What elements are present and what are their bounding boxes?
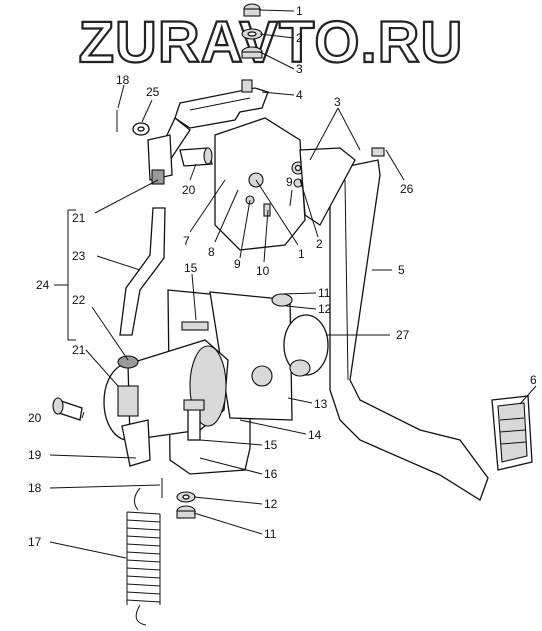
return-spring	[126, 487, 161, 626]
callout-17: 17	[28, 535, 42, 549]
callout-18-lower: 18	[28, 481, 42, 495]
watermark-text: ZURAVTO.RU	[79, 10, 464, 75]
callout-27: 27	[396, 328, 410, 342]
callout-3-right: 3	[334, 95, 341, 109]
callout-6: 6	[530, 373, 537, 387]
callout-3-top: 3	[296, 62, 303, 76]
clevis-upper	[116, 110, 213, 185]
pedal-arm	[299, 147, 489, 501]
side-plate	[214, 117, 306, 251]
callout-1-mid: 1	[298, 247, 305, 261]
callout-5: 5	[398, 263, 405, 277]
callout-21-upper: 21	[72, 211, 86, 225]
callout-7: 7	[183, 234, 190, 248]
callout-18-upper: 18	[116, 73, 130, 87]
callout-22: 22	[72, 293, 86, 307]
callout-25: 25	[146, 85, 160, 99]
callout-12-lower: 12	[264, 497, 278, 511]
pedal-pad	[491, 395, 533, 471]
callout-15-lower: 15	[264, 438, 278, 452]
callout-labels: 1 2 3 4 3 26 5 9 2 1 10 9 8 7 20 21 18 2…	[28, 4, 537, 549]
callout-9-lower: 9	[234, 257, 241, 271]
callout-9-upper: 9	[286, 175, 293, 189]
callout-11-lower: 11	[264, 527, 277, 541]
callout-8: 8	[208, 245, 215, 259]
callout-24: 24	[36, 278, 50, 292]
clevis-pin-lower	[52, 397, 83, 421]
parts-drawing	[52, 3, 533, 626]
callout-21-lower: 21	[72, 343, 86, 357]
callout-20-lower: 20	[28, 411, 42, 425]
callout-26: 26	[400, 182, 414, 196]
booster-unit	[251, 293, 329, 387]
top-fastener-stack	[241, 3, 263, 59]
leader-lines	[49, 9, 537, 559]
callout-2-top: 2	[296, 31, 303, 45]
callout-10: 10	[256, 264, 270, 278]
callout-14: 14	[308, 428, 322, 442]
callout-4: 4	[296, 88, 303, 102]
callout-15-upper: 15	[184, 261, 198, 275]
callout-20-upper: 20	[182, 183, 196, 197]
callout-13: 13	[314, 397, 328, 411]
callout-12-upper: 12	[318, 302, 332, 316]
callout-19: 19	[28, 448, 42, 462]
bolt-lower	[183, 399, 205, 441]
callout-11-upper: 11	[318, 286, 331, 300]
callout-23: 23	[72, 249, 86, 263]
callout-16: 16	[264, 467, 278, 481]
lower-nuts	[176, 491, 196, 519]
callout-2-mid: 2	[316, 237, 323, 251]
callout-1-top: 1	[296, 4, 303, 18]
reservoir-hose	[119, 207, 166, 336]
